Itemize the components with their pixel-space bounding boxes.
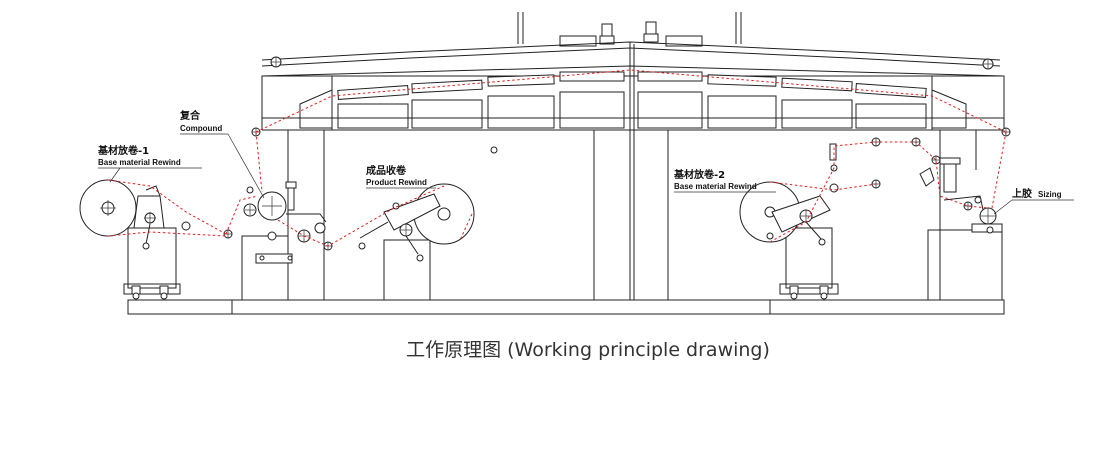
guide-rollers (223, 127, 1011, 251)
unwind1-label-en: Base material Rewind (98, 158, 181, 167)
unwind-2-station (739, 143, 839, 300)
compound-label-en: Compound (180, 124, 222, 133)
label-unwind-2: 基材放卷-2 Base material Rewind (673, 168, 776, 193)
drying-oven (261, 12, 1005, 300)
sizing-label-zh: 上胶 (1012, 187, 1032, 200)
sizing-label-en: Sizing (1038, 190, 1062, 199)
product-label-en: Product Rewind (366, 178, 427, 187)
unwind2-label-zh: 基材放卷-2 (673, 168, 725, 181)
unwind-1-station (79, 179, 191, 300)
label-product-rewind: 成品收卷 Product Rewind (366, 164, 436, 189)
sizing-station (919, 157, 1003, 301)
product-label-zh: 成品收卷 (366, 164, 407, 177)
diagram-caption: 工作原理图 (Working principle drawing) (406, 339, 770, 361)
product-rewind-station (358, 183, 475, 301)
unwind2-label-en: Base material Rewind (674, 182, 757, 191)
compound-label-zh: 复合 (179, 109, 201, 122)
compound-station (241, 181, 327, 301)
label-unwind-1: 基材放卷-1 Base material Rewind (97, 144, 202, 183)
unwind1-label-zh: 基材放卷-1 (97, 144, 149, 157)
web-path (107, 69, 1007, 247)
label-sizing: 上胶 Sizing (993, 187, 1074, 215)
base-rail (127, 299, 1005, 315)
label-compound: 复合 Compound (179, 109, 265, 199)
